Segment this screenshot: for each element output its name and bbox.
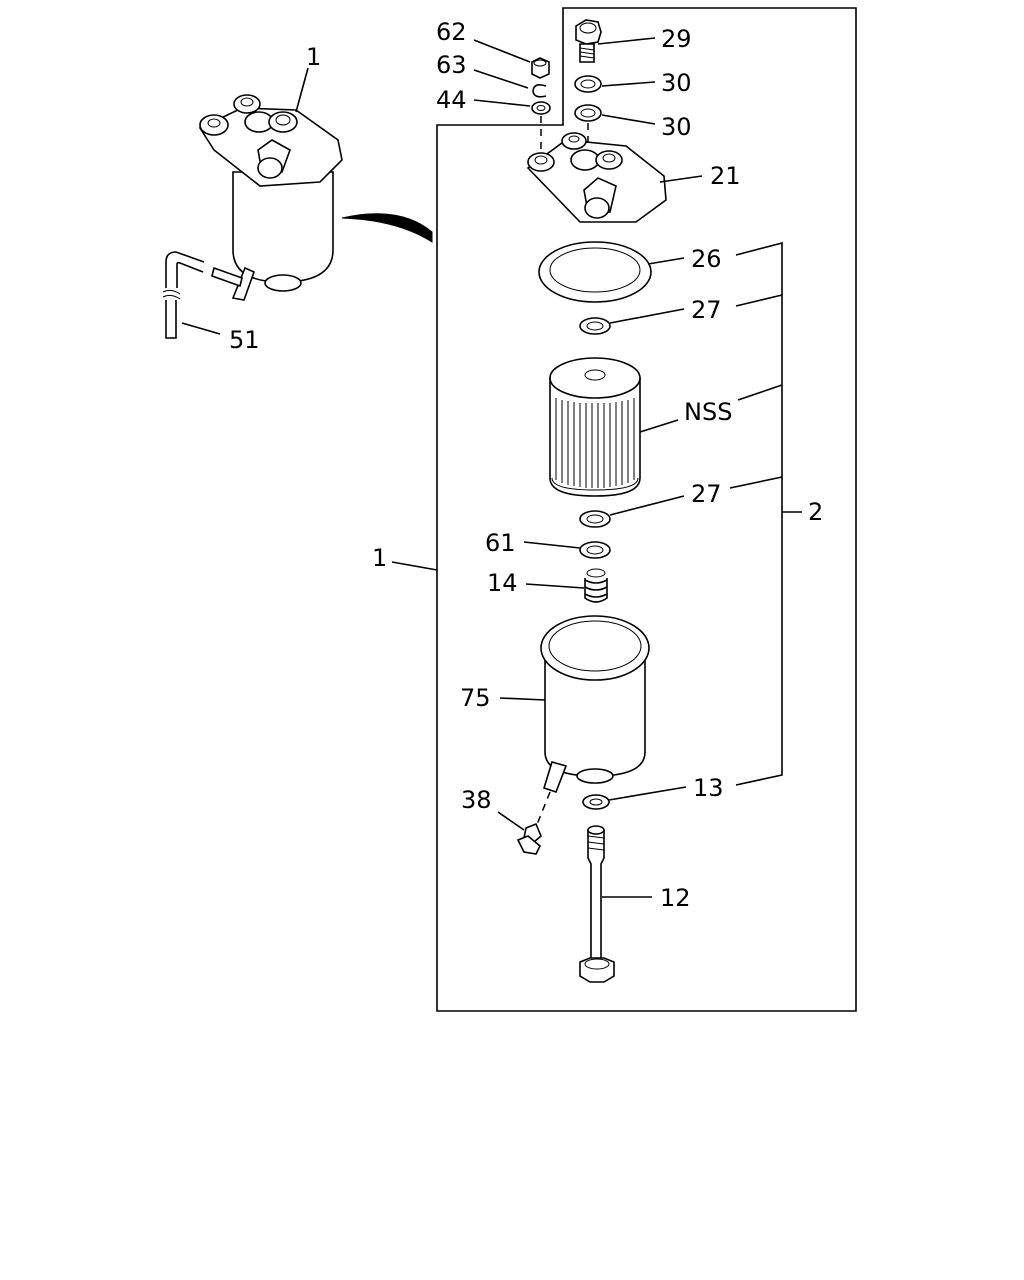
bolt-part-29 [575,19,602,63]
label-26: 26 [691,245,722,273]
filter-bowl-part-75 [540,615,650,794]
label-63: 63 [436,51,467,79]
label-62: 62 [436,18,467,46]
clip-part-63 [532,84,547,98]
label-13: 13 [693,774,724,802]
label-38: 38 [461,786,492,814]
assembly-frame [436,7,857,1012]
label-27-lower: 27 [691,480,722,508]
washer-part-44 [531,101,551,115]
label-21: 21 [710,162,741,190]
label-30-a: 30 [661,69,692,97]
label-14: 14 [487,569,518,597]
hose-part-51 [162,251,205,339]
label-nss: NSS [684,398,732,426]
washer-part-30-b [574,104,602,122]
spring-part-14 [584,568,608,603]
nut-part-62 [531,57,550,79]
drain-plug-part-38 [516,822,542,855]
filter-element-nss [549,357,641,497]
washer-part-61 [579,541,611,559]
assembled-filter-illustration [198,94,433,301]
filter-head-part-21 [526,132,667,223]
label-30-b: 30 [661,113,692,141]
o-ring-part-27-upper [579,317,611,335]
label-12: 12 [660,884,691,912]
label-75: 75 [460,684,491,712]
center-bolt-part-12 [579,825,615,983]
label-27-upper: 27 [691,296,722,324]
label-44: 44 [436,86,467,114]
label-2: 2 [808,498,823,526]
o-ring-part-13 [582,794,610,810]
washer-part-30-a [574,75,602,93]
leader-lines [181,37,703,898]
label-51: 51 [229,326,260,354]
group-2-bracket [729,241,802,786]
o-ring-part-27-lower [579,510,611,528]
label-61: 61 [485,529,516,557]
label-1-top: 1 [306,43,321,71]
label-1-left: 1 [372,544,387,572]
gasket-part-26 [538,241,652,303]
label-29: 29 [661,25,692,53]
